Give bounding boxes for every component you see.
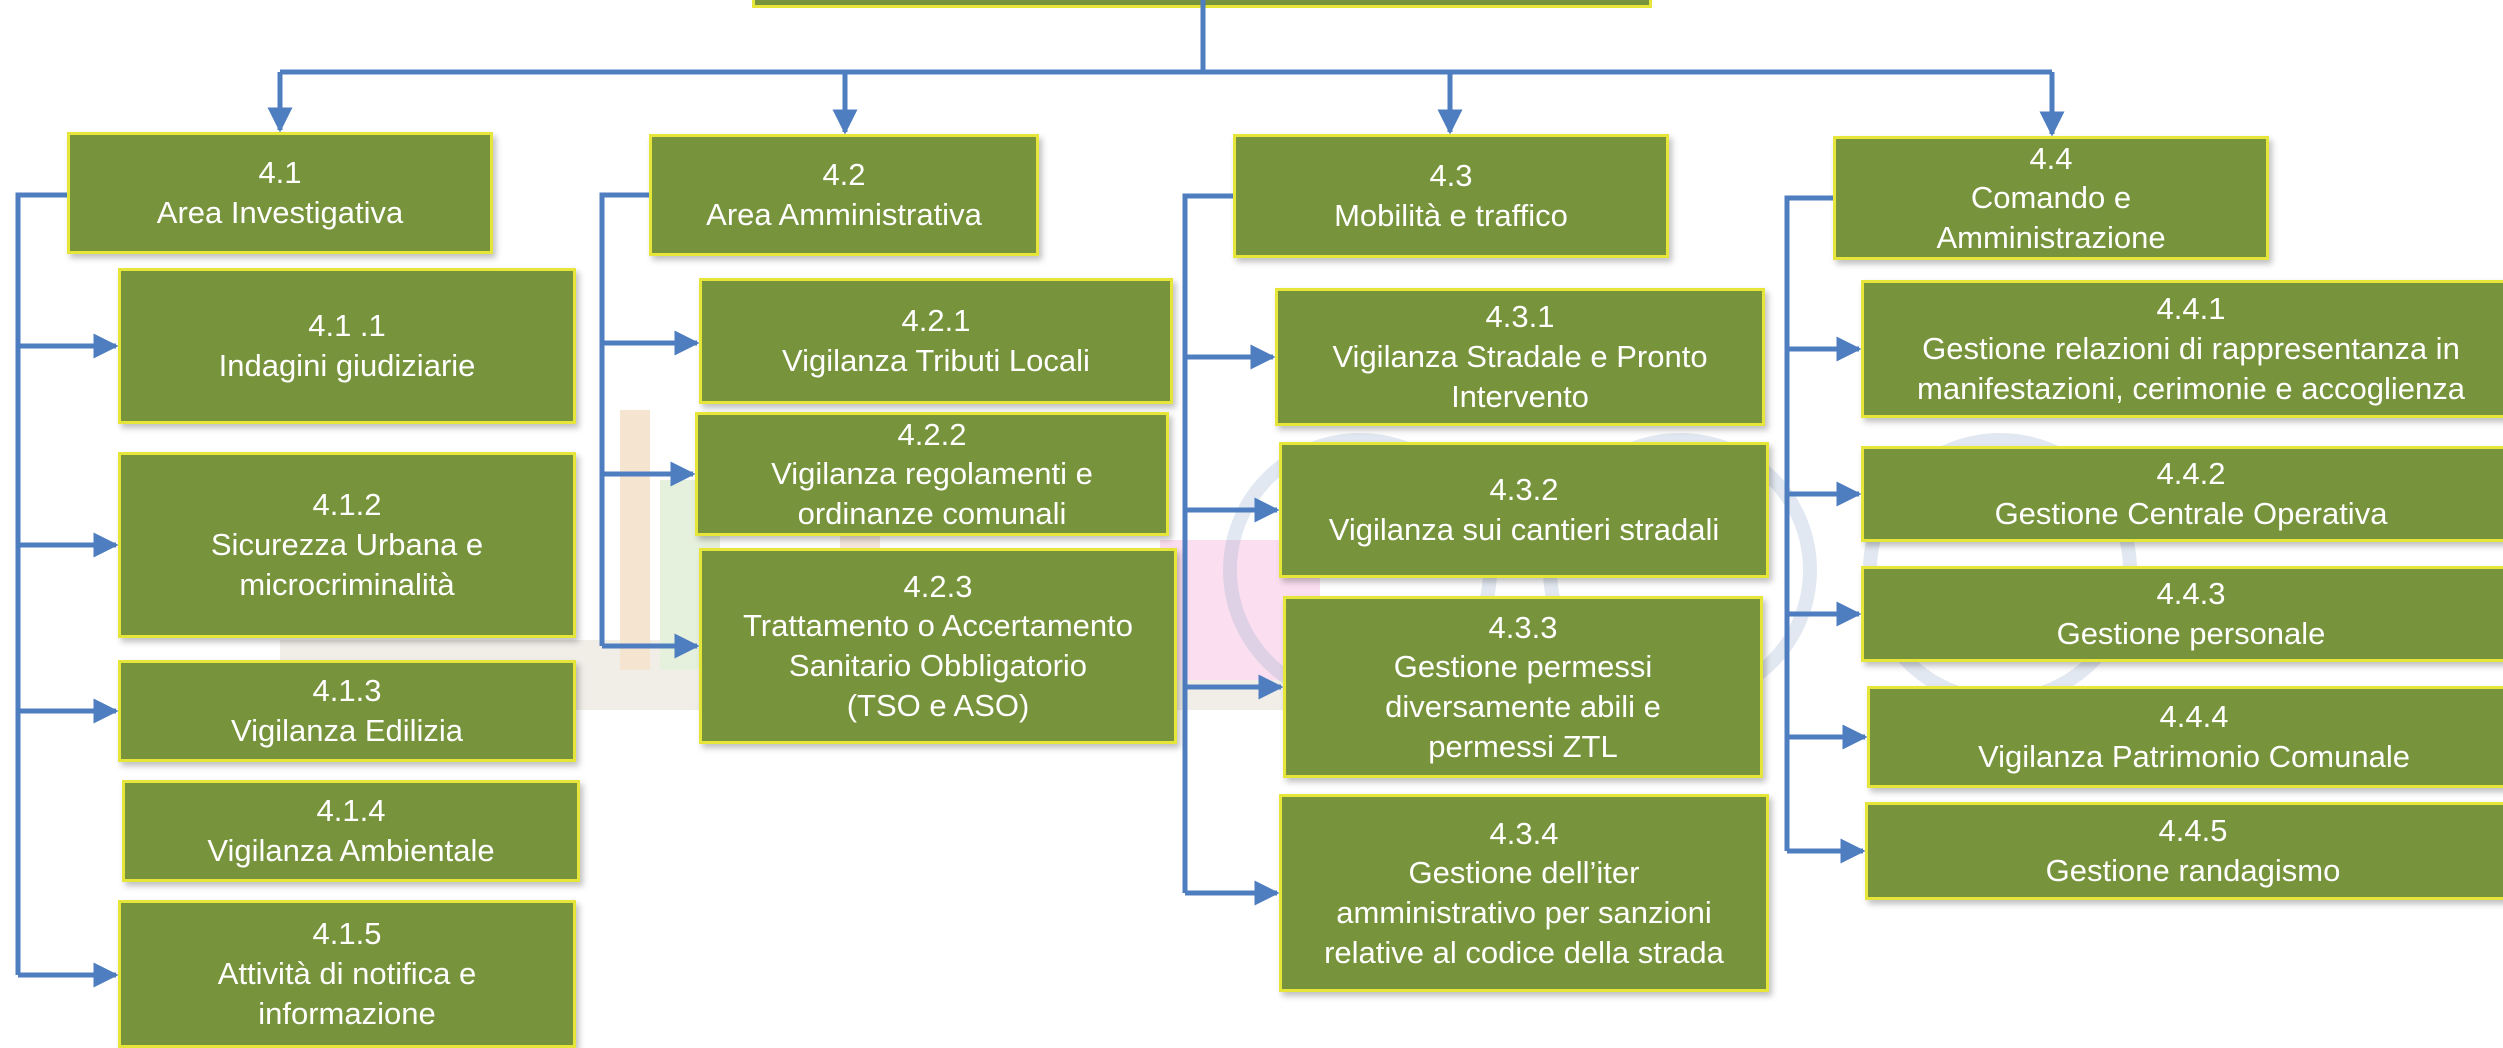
- unit-code: 4.2.1: [901, 303, 971, 339]
- unit-code: 4.1.5: [312, 916, 382, 952]
- unit-title: Vigilanza sui cantieri stradali: [1328, 512, 1720, 547]
- area-title: Comando e Amministrazione: [1936, 180, 2166, 255]
- column-spine-2: [599, 192, 649, 646]
- area-code: 4.4: [2029, 140, 2073, 176]
- unit-title: Vigilanza Tributi Locali: [782, 343, 1090, 378]
- unit-box-4-3-4[interactable]: 4.3.4 Gestione dell’iter amministrativo …: [1279, 794, 1769, 992]
- unit-code: 4.4.5: [2158, 813, 2228, 849]
- unit-box-4-1-1[interactable]: 4.1 .1 Indagini giudiziarie: [118, 268, 576, 424]
- unit-code: 4.3.4: [1489, 815, 1559, 851]
- unit-box-4-2-1[interactable]: 4.2.1 Vigilanza Tributi Locali: [699, 278, 1173, 404]
- unit-code: 4.3.1: [1485, 299, 1555, 335]
- unit-title: Sicurezza Urbana e microcriminalità: [210, 527, 484, 602]
- unit-code: 4.1 .1: [308, 308, 386, 344]
- unit-box-4-2-2[interactable]: 4.2.2 Vigilanza regolamenti e ordinanze …: [695, 412, 1169, 536]
- unit-title: Vigilanza Edilizia: [230, 713, 464, 748]
- unit-box-4-3-3[interactable]: 4.3.3 Gestione permessi diversamente abi…: [1283, 596, 1763, 778]
- unit-title: Attività di notifica e informazione: [217, 956, 477, 1031]
- unit-title: Gestione randagismo: [2045, 853, 2341, 888]
- unit-title: Indagini giudiziarie: [218, 348, 476, 383]
- area-title: Area Investigativa: [156, 195, 404, 230]
- unit-title: Gestione Centrale Operativa: [1994, 496, 2388, 531]
- unit-title: Vigilanza regolamenti e ordinanze comuna…: [771, 456, 1093, 531]
- unit-code: 4.3.2: [1489, 472, 1559, 508]
- column-spine-3: [1182, 193, 1233, 893]
- column-spine-1: [15, 192, 67, 975]
- unit-title: Vigilanza Ambientale: [207, 833, 495, 868]
- unit-code: 4.1.2: [312, 487, 382, 523]
- unit-box-4-3-1[interactable]: 4.3.1 Vigilanza Stradale e Pronto Interv…: [1275, 288, 1765, 426]
- area-code: 4.3: [1429, 158, 1473, 194]
- unit-box-4-4-2[interactable]: 4.4.2 Gestione Centrale Operativa: [1861, 446, 2503, 542]
- unit-code: 4.4.4: [2159, 699, 2229, 735]
- unit-title: Gestione permessi diversamente abili e p…: [1385, 649, 1661, 764]
- unit-code: 4.4.1: [2156, 291, 2226, 327]
- unit-box-4-1-5[interactable]: 4.1.5 Attività di notifica e informazion…: [118, 900, 576, 1048]
- unit-box-4-4-4[interactable]: 4.4.4 Vigilanza Patrimonio Comunale: [1867, 686, 2503, 788]
- unit-box-4-1-4[interactable]: 4.1.4 Vigilanza Ambientale: [122, 780, 580, 882]
- unit-box-4-2-3[interactable]: 4.2.3 Trattamento o Accertamento Sanitar…: [699, 548, 1177, 744]
- unit-title: Gestione personale: [2056, 616, 2326, 651]
- unit-title: Vigilanza Patrimonio Comunale: [1978, 739, 2410, 774]
- area-box-4-3[interactable]: 4.3 Mobilità e traffico: [1233, 134, 1669, 258]
- unit-box-4-4-3[interactable]: 4.4.3 Gestione personale: [1861, 566, 2503, 662]
- unit-box-4-4-1[interactable]: 4.4.1 Gestione relazioni di rappresentan…: [1861, 280, 2503, 418]
- column-spine-4: [1784, 195, 1833, 851]
- area-code: 4.1: [258, 155, 302, 191]
- unit-title: Trattamento o Accertamento Sanitario Obb…: [743, 608, 1133, 723]
- unit-code: 4.4.2: [2156, 456, 2226, 492]
- area-title: Mobilità e traffico: [1334, 198, 1568, 233]
- area-box-4-1[interactable]: 4.1 Area Investigativa: [67, 132, 493, 254]
- unit-box-4-3-2[interactable]: 4.3.2 Vigilanza sui cantieri stradali: [1279, 442, 1769, 578]
- area-code: 4.2: [822, 157, 866, 193]
- unit-code: 4.3.3: [1488, 609, 1558, 645]
- unit-box-4-1-3[interactable]: 4.1.3 Vigilanza Edilizia: [118, 660, 576, 762]
- unit-code: 4.1.3: [312, 673, 382, 709]
- unit-code: 4.2.2: [897, 416, 967, 452]
- unit-code: 4.2.3: [903, 568, 973, 604]
- area-title: Area Amministrativa: [706, 197, 982, 232]
- area-box-4-4[interactable]: 4.4 Comando e Amministrazione: [1833, 136, 2269, 260]
- unit-code: 4.4.3: [2156, 576, 2226, 612]
- unit-code: 4.1.4: [316, 793, 386, 829]
- unit-title: Gestione relazioni di rappresentanza in …: [1917, 331, 2465, 406]
- area-box-4-2[interactable]: 4.2 Area Amministrativa: [649, 134, 1039, 256]
- unit-box-4-4-5[interactable]: 4.4.5 Gestione randagismo: [1865, 802, 2503, 900]
- unit-title: Gestione dell’iter amministrativo per sa…: [1324, 855, 1724, 970]
- unit-box-4-1-2[interactable]: 4.1.2 Sicurezza Urbana e microcriminalit…: [118, 452, 576, 638]
- unit-title: Vigilanza Stradale e Pronto Intervento: [1332, 339, 1708, 414]
